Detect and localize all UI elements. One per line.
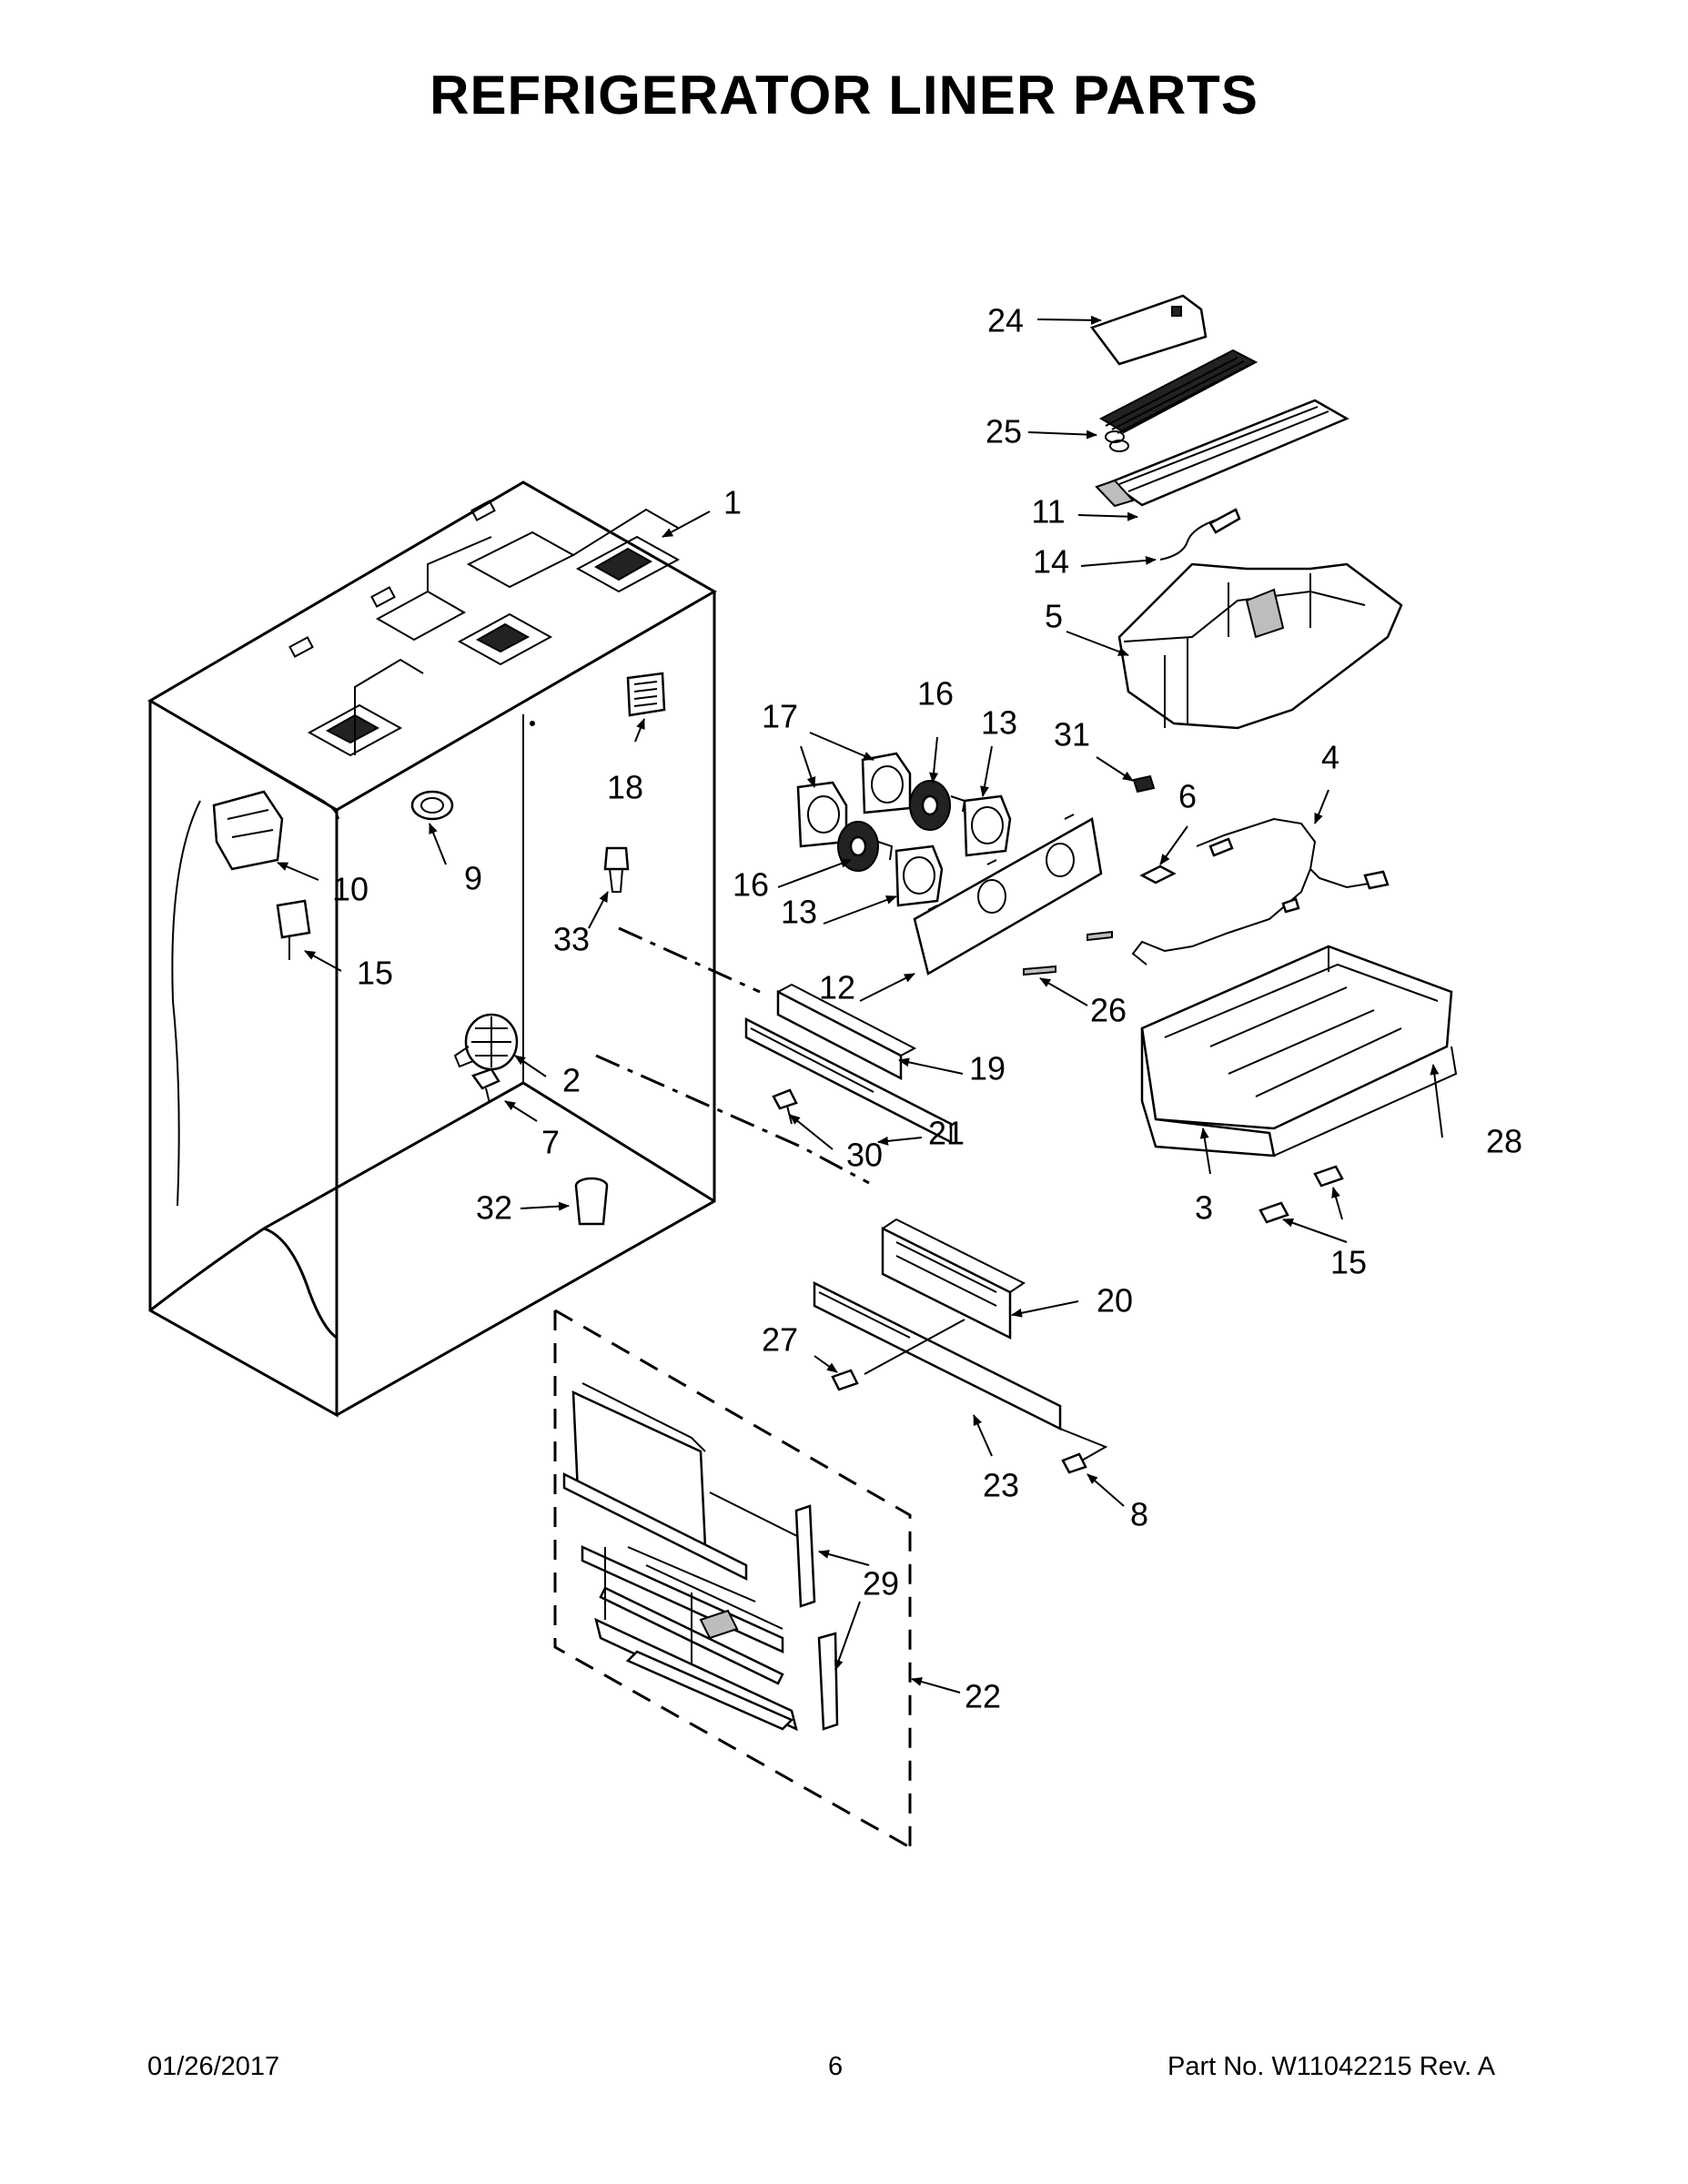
part-27-screw	[831, 1369, 859, 1391]
part-4-wire-harness	[1131, 817, 1390, 966]
footer-page-number: 6	[828, 2052, 844, 2081]
callout-20: 20	[1097, 1282, 1133, 1320]
footer-date: 01/26/2017	[147, 2052, 280, 2081]
part-3-drawer	[1140, 1027, 1458, 1158]
part-20-slide-cover	[881, 1218, 1026, 1340]
callout-7: 7	[541, 1124, 560, 1161]
part-9-light	[410, 790, 454, 821]
footer-part-number: W11042215	[1271, 2052, 1412, 2081]
part-16-fan-blade-a	[909, 780, 966, 831]
callout-4: 4	[1321, 739, 1339, 776]
callout-28: 28	[1486, 1123, 1522, 1160]
part-16-fan-blade-b	[837, 821, 894, 872]
footer-part-label: Part No.	[1167, 2052, 1265, 2081]
callout-13-upper: 13	[981, 704, 1017, 742]
callout-10: 10	[332, 871, 369, 908]
callout-19: 19	[969, 1050, 1006, 1087]
callout-13-lower: 13	[781, 894, 817, 931]
part-15-sensor-right-a	[1258, 1201, 1289, 1224]
part-31-clip	[1132, 774, 1156, 794]
part-5-evaporator-housing	[1117, 562, 1403, 730]
callout-29: 29	[863, 1565, 899, 1603]
part-15-sensor-right-b	[1313, 1165, 1344, 1188]
part-25-evaporator	[1098, 349, 1258, 452]
callout-32: 32	[476, 1189, 512, 1227]
callout-1: 1	[723, 484, 742, 521]
part-17-fan-housing-a	[796, 781, 848, 848]
liner-cabinet	[147, 480, 718, 1418]
part-13-fan-shroud-a	[963, 794, 1012, 857]
callout-8: 8	[1130, 1496, 1148, 1533]
page-title: REFRIGERATOR LINER PARTS	[430, 65, 1258, 126]
part-2-fan-grille	[453, 1013, 519, 1071]
callout-21: 21	[928, 1115, 965, 1152]
callout-17: 17	[762, 698, 798, 735]
part-14-wire	[1159, 508, 1241, 561]
callout-leader-lines	[277, 315, 1443, 1694]
part-22-slide-assembly	[553, 1309, 912, 1849]
callout-25: 25	[986, 413, 1022, 450]
callout-14: 14	[1033, 543, 1069, 581]
part-24-cover	[1089, 294, 1208, 366]
part-23-slide-rail	[813, 1280, 1062, 1431]
part-7-screw	[471, 1067, 500, 1104]
part-21-slide-rail	[744, 1016, 953, 1145]
part-6-bracket	[1139, 864, 1177, 885]
callout-24: 24	[987, 302, 1024, 339]
part-18-vent	[626, 672, 666, 717]
footer-part-info: Part No. W11042215 Rev. A	[1167, 2052, 1495, 2082]
part-8-screw	[1061, 1452, 1087, 1474]
callout-22: 22	[965, 1678, 1001, 1715]
callout-16-lower: 16	[733, 866, 769, 904]
callout-30: 30	[846, 1137, 883, 1174]
callout-16-upper: 16	[917, 675, 954, 713]
callout-15-left: 15	[357, 955, 393, 992]
part-19-slide-cover	[776, 983, 917, 1081]
part-32-cup	[574, 1177, 609, 1226]
callout-18: 18	[607, 769, 643, 806]
callout-31: 31	[1054, 716, 1090, 753]
part-12-fan-bracket	[913, 814, 1103, 976]
part-30-screw	[772, 1088, 798, 1125]
footer-rev-label: Rev.	[1419, 2052, 1472, 2081]
callout-6: 6	[1178, 778, 1197, 815]
callout-3: 3	[1195, 1189, 1213, 1227]
callout-2: 2	[562, 1062, 581, 1099]
part-10-bracket	[212, 790, 284, 871]
part-17-fan-housing-b	[861, 752, 912, 814]
callout-33: 33	[553, 921, 590, 958]
callout-12: 12	[819, 969, 855, 1006]
callout-11: 11	[1031, 493, 1065, 531]
callout-26: 26	[1090, 992, 1127, 1029]
part-13-fan-shroud-b	[895, 844, 944, 907]
callout-5: 5	[1045, 598, 1063, 635]
part-29-rail-a	[794, 1504, 816, 1608]
part-29-rail-b	[817, 1632, 839, 1731]
part-33-fitting	[603, 846, 630, 893]
callout-27: 27	[762, 1321, 798, 1359]
part-26-clips	[1023, 930, 1113, 976]
callout-15-right: 15	[1330, 1244, 1367, 1281]
part-11-heater	[1095, 399, 1349, 508]
callout-9: 9	[464, 860, 482, 897]
footer-rev: A	[1477, 2052, 1496, 2081]
callout-23: 23	[983, 1467, 1019, 1504]
part-28-shelf	[1140, 945, 1453, 1130]
part-15-sensor-left	[276, 899, 311, 960]
